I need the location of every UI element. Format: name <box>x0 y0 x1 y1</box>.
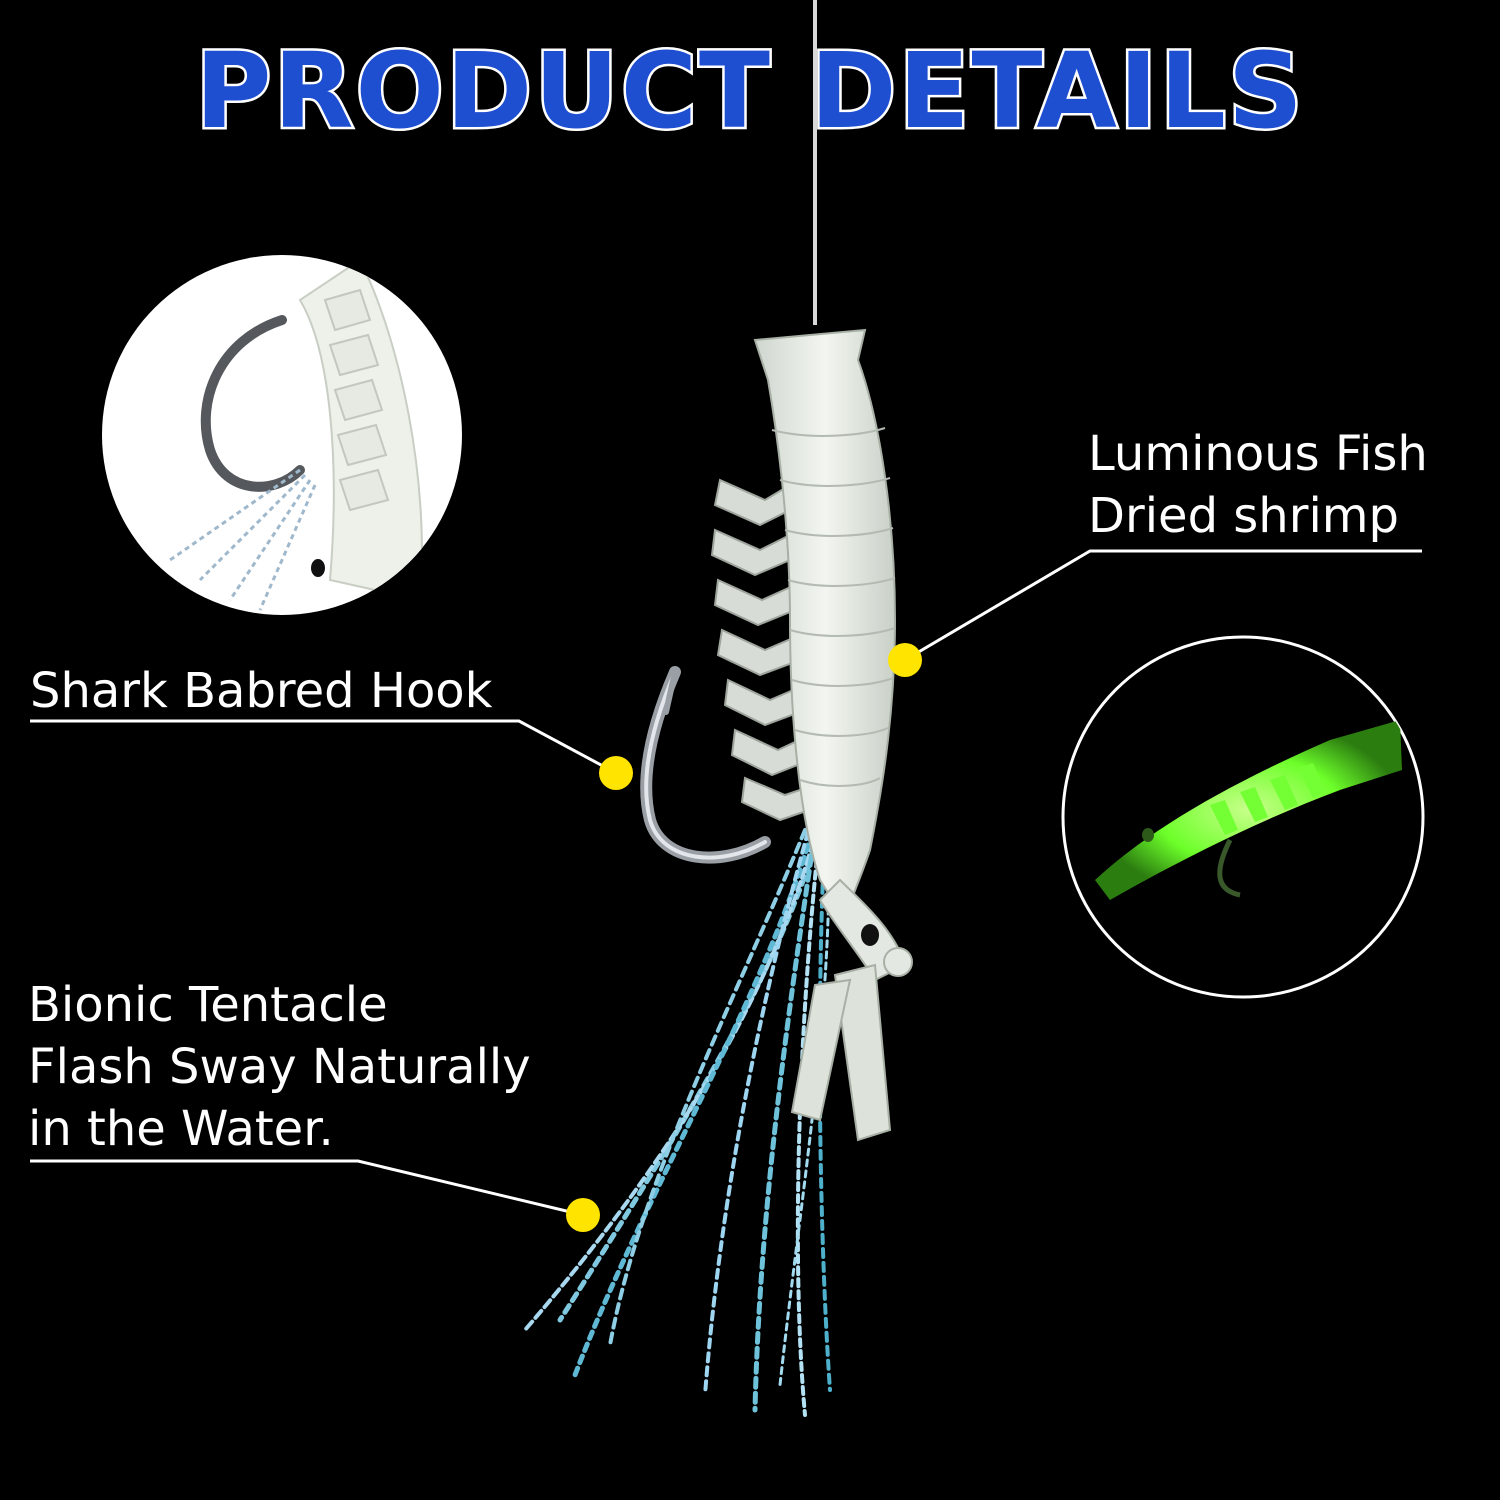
callout-hook: Shark Babred Hook <box>30 660 492 722</box>
barbed-hook <box>640 666 771 864</box>
hook-closeup-inset <box>102 255 462 615</box>
callout-line: in the Water. <box>28 1101 334 1157</box>
callout-marker-tentacle <box>566 1198 600 1232</box>
shrimp-body <box>753 328 913 1142</box>
callout-marker-luminous <box>888 643 922 677</box>
callout-line: Dried shrimp <box>1088 488 1400 544</box>
callout-line: Shark Babred Hook <box>30 663 493 719</box>
callout-luminous-shrimp: Luminous Fish Dried shrimp <box>1088 423 1428 547</box>
callout-tentacle: Bionic Tentacle Flash Sway Naturally in … <box>28 974 531 1160</box>
tentacle-strands <box>523 807 832 1417</box>
callout-line: Bionic Tentacle <box>28 977 388 1033</box>
shrimp-eye-icon <box>861 924 879 946</box>
callout-marker-hook <box>599 756 633 790</box>
callout-line: Flash Sway Naturally <box>28 1039 531 1095</box>
leader-line-tentacle <box>30 1159 584 1217</box>
callout-line: Luminous Fish <box>1088 426 1428 482</box>
leader-line-hook <box>30 719 617 775</box>
glow-shrimp-inset <box>1061 635 1425 999</box>
leader-line-luminous <box>904 549 1422 662</box>
page-title: PRODUCT DETAILS <box>193 28 1306 155</box>
